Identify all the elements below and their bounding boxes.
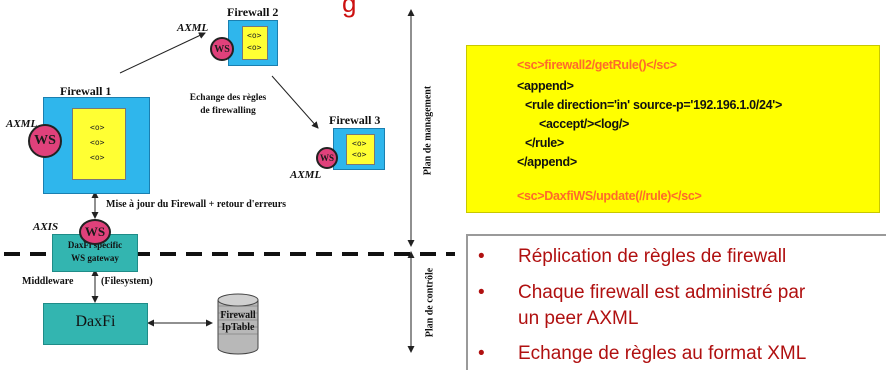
glyph-icon: <o> [352, 150, 367, 159]
firewall2-box: <o> <o> [228, 20, 278, 66]
diagram-connectors [4, 9, 455, 355]
bullet-text-2b: un peer AXML [518, 308, 639, 329]
glyph-icon: <o> [90, 123, 105, 132]
code-line-3: <rule direction='in' source-p='192.196.1… [525, 98, 782, 112]
bullet-dot: • [478, 246, 485, 267]
gateway-ws-badge: WS [79, 219, 111, 245]
arrow-fw1-fw2 [119, 32, 206, 74]
bullet-dot: • [478, 343, 485, 364]
firewall3-title: Firewall 3 [329, 113, 381, 127]
bullet-text-2: Chaque firewall est administré par [518, 282, 806, 303]
gateway-line1: DaxFi specific [67, 240, 123, 250]
gateway-line2: WS gateway [71, 253, 119, 263]
glyph-icon: <o> [247, 31, 262, 40]
daxfi-box: DaxFi [43, 303, 148, 345]
header-fragment: g [342, 0, 357, 18]
firewall3-ws-badge: WS [316, 147, 338, 169]
exchange-note-line1: Echange des règles [189, 93, 267, 103]
code-line-4: <accept/><log/> [539, 117, 629, 131]
xml-code-box: <sc>firewall2/getRule()</sc> <append> <r… [466, 45, 880, 213]
iptable-cylinder [217, 293, 259, 355]
axis-label: AXIS [33, 221, 59, 233]
firewall2-ws-badge: WS [210, 37, 234, 61]
glyph-icon: <o> [352, 139, 367, 148]
firewall2-inner: <o> <o> [242, 26, 268, 60]
plan-management-label: Plan de management [422, 85, 434, 176]
middleware-label: Middleware [22, 276, 74, 287]
bullet-list: • Réplication de règles de firewall • Ch… [466, 234, 886, 370]
code-line-2: <append> [517, 79, 574, 93]
firewall1-title: Firewall 1 [60, 84, 112, 98]
code-line-7: <sc>DaxfiWS/update(//rule)</sc> [517, 189, 702, 203]
iptable-line1: Firewall [220, 310, 256, 321]
firewall3-inner: <o> <o> [346, 134, 375, 165]
bullet-text-1: Réplication de règles de firewall [518, 246, 787, 267]
glyph-icon: <o> [247, 43, 262, 52]
firewall1-inner: <o> <o> <o> [72, 108, 126, 180]
arrow-fw2-fw3 [271, 75, 319, 129]
bullet-dot: • [478, 282, 485, 303]
firewall2-title: Firewall 2 [227, 5, 279, 19]
iptable-line2: IpTable [221, 322, 255, 333]
firewall3-axml-label: AXML [290, 169, 322, 181]
glyph-icon: <o> [90, 138, 105, 147]
firewall2-axml-label: AXML [177, 22, 209, 34]
code-line-6: </append> [517, 155, 577, 169]
daxfi-label: DaxFi [75, 313, 116, 330]
code-line-1: <sc>firewall2/getRule()</sc> [517, 58, 677, 72]
firewall3-box: <o> <o> [333, 128, 385, 170]
update-note: Mise à jour du Firewall + retour d'erreu… [106, 199, 287, 210]
firewall1-axml-label: AXML [6, 118, 38, 130]
filesystem-label: (Filesystem) [101, 276, 153, 287]
code-line-5: </rule> [525, 136, 564, 150]
firewall1-ws-badge: WS [28, 124, 62, 158]
exchange-note-line2: de firewalling [200, 106, 256, 116]
glyph-icon: <o> [90, 153, 105, 162]
bullet-text-3: Echange de règles au format XML [518, 343, 807, 364]
ws-gateway-box: DaxFi specific WS gateway [52, 234, 138, 272]
plan-controle-label: Plan de contrôle [424, 267, 436, 338]
bullet-item-2-cont: un peer AXML [518, 308, 638, 330]
